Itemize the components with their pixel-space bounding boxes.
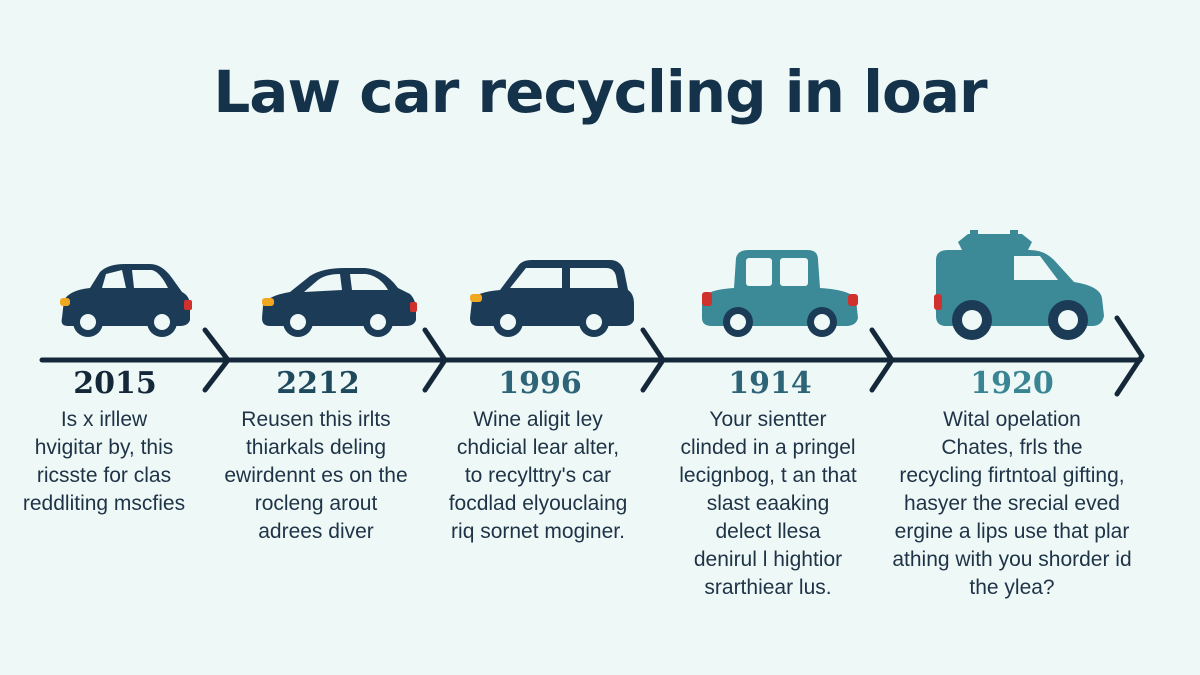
description-line: Wital opelation <box>943 408 1081 431</box>
timeline-chevron <box>869 327 895 393</box>
description-line: delect llesa <box>715 520 821 543</box>
timeline-chevron <box>422 327 448 393</box>
description-line: adrees diver <box>258 520 374 543</box>
page-title: Law car recycling in loar <box>213 58 987 126</box>
description-line: chdicial lear alter, <box>456 436 620 459</box>
description-line: denirul l hightior <box>693 548 843 571</box>
description-line: the ylea? <box>969 576 1055 599</box>
milestone-description: Reusen this irlts thiarkals deling ewird… <box>196 406 436 546</box>
description-line: thiarkals deling <box>245 436 387 459</box>
description-line: ergine a lips use that plar <box>894 520 1130 543</box>
vintage-car-icon <box>702 250 858 337</box>
description-line: ewirdennt es on the <box>224 464 408 487</box>
description-line: slast eaaking <box>706 492 830 515</box>
milestone-year: 2212 <box>276 366 360 401</box>
description-line: Wine aligit ley <box>473 408 603 431</box>
description-line: Chates, frls the <box>941 436 1083 459</box>
utility-vehicle-icon <box>934 230 1104 340</box>
description-line: rocleng arout <box>254 492 378 515</box>
description-line: reddliting mscfies <box>22 492 186 515</box>
description-line: to recylttry's car <box>464 464 612 487</box>
description-line: hasyer the srecial eved <box>904 492 1120 515</box>
milestone-year: 1996 <box>498 366 582 401</box>
description-line: Reusen this irlts <box>241 408 391 431</box>
description-line: riq sornet moginer. <box>451 520 625 543</box>
milestone-description: Your sientter clinded in a pringel lecig… <box>648 406 888 602</box>
milestone-year: 1914 <box>728 366 812 401</box>
milestone-description: Is x irllew hvigitar by, this ricsste fo… <box>0 406 224 518</box>
hatchback-car-icon <box>60 264 192 337</box>
milestone-description: Wine aligit ley chdicial lear alter, to … <box>418 406 658 546</box>
milestone-description: Wital opelation Chates, frls the recycli… <box>882 406 1142 602</box>
description-line: athing with you shorder id <box>892 548 1132 571</box>
description-line: clinded in a pringel <box>680 436 856 459</box>
timeline <box>39 230 1145 397</box>
milestone-year: 2015 <box>73 366 157 401</box>
description-line: hvigitar by, this <box>34 436 174 459</box>
description-line: Your sientter <box>709 408 827 431</box>
description-line: srarthiear lus. <box>704 576 832 599</box>
wagon-car-icon <box>470 260 634 337</box>
coupe-car-icon <box>262 268 417 337</box>
timeline-chevron <box>640 327 666 393</box>
description-line: Is x irllew <box>60 408 148 431</box>
description-line: focdlad elyouclaing <box>448 492 628 515</box>
description-line: ricsste for clas <box>36 464 172 487</box>
timeline-chevron <box>1114 315 1145 397</box>
description-line: recycling firtntoal gifting, <box>899 464 1125 487</box>
milestone-year: 1920 <box>970 366 1054 401</box>
description-line: lecignbog, t an that <box>679 464 857 487</box>
timeline-chevron <box>202 327 231 393</box>
